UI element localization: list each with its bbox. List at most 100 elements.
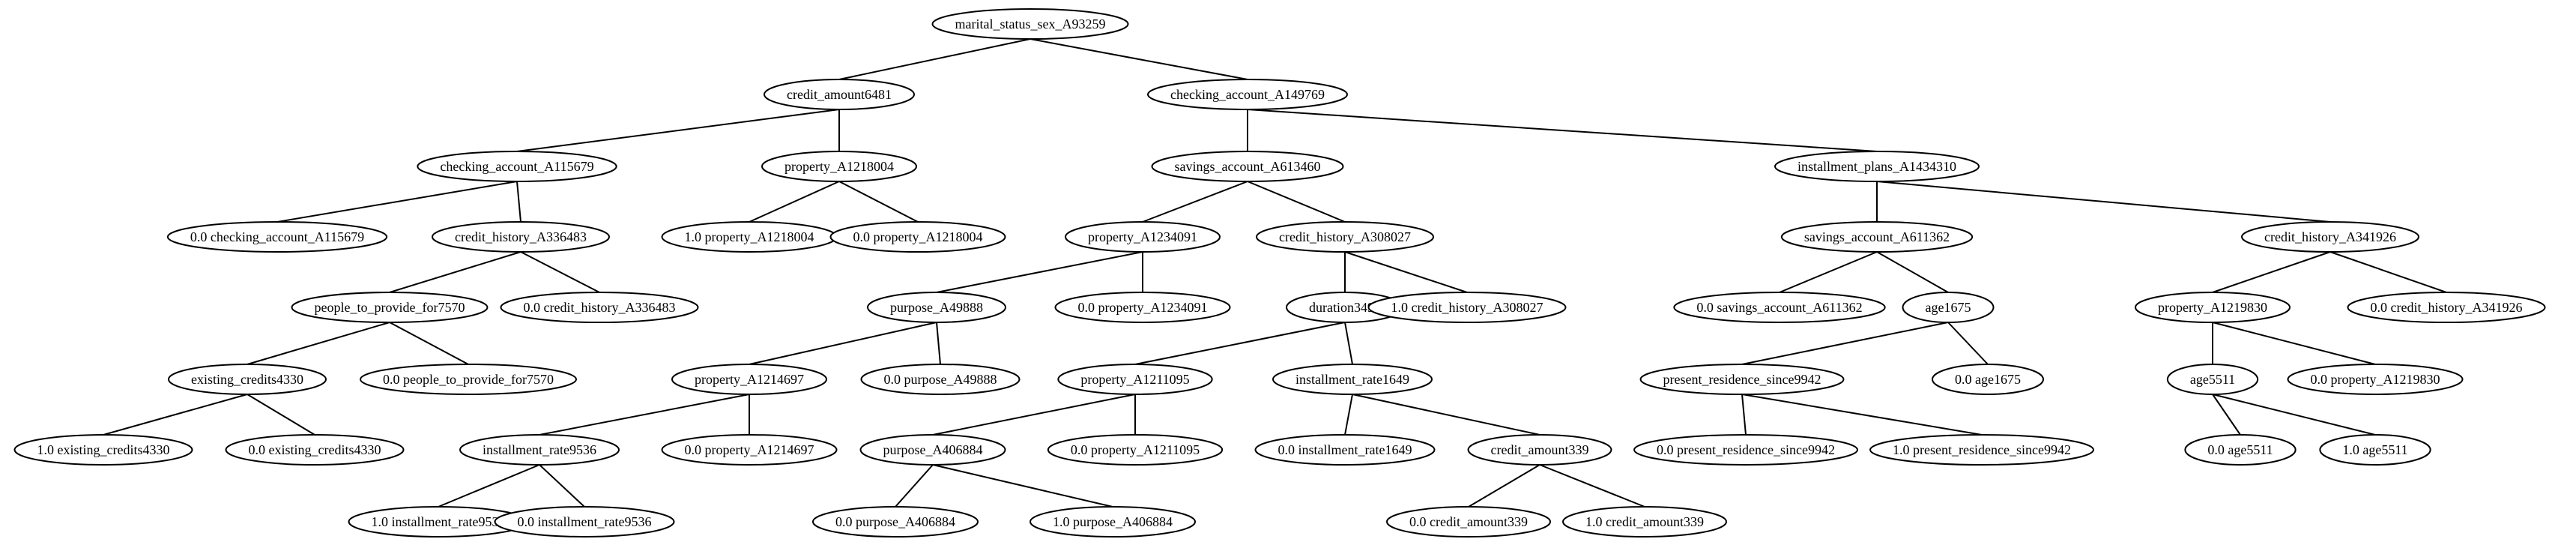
node-ellipse [1780,221,1974,253]
node-ellipse [931,8,1129,40]
tree-edge [2212,322,2376,365]
node-ellipse [867,292,1006,323]
tree-edge [936,322,941,365]
node-label: credit_amount6481 [787,87,892,102]
tree-edge [1030,38,1248,80]
tree-edge [438,464,540,508]
node-ellipse [432,221,610,253]
node-label: 0.0 credit_amount339 [1409,514,1528,529]
tree-node-credit-amount339: credit_amount339 [1467,434,1612,466]
tree-node-0-0-purpose-a49888: 0.0 purpose_A49888 [860,364,1021,395]
tree-edge [838,38,1031,80]
tree-edge [1876,181,2331,223]
node-ellipse [1151,151,1344,182]
tree-node-0-0-property-a1211095: 0.0 property_A1211095 [1047,434,1224,466]
node-label: 0.0 property_A1219830 [2311,372,2440,387]
node-label: 0.0 property_A1234091 [1078,300,1208,315]
node-label: 0.0 property_A1214697 [685,442,814,457]
tree-node-property-a1218004: property_A1218004 [761,151,917,182]
tree-node-0-0-existing-credits4330: 0.0 existing_credits4330 [225,434,405,466]
tree-node-age1675: age1675 [1902,292,1995,323]
tree-edge [749,181,840,223]
tree-node-0-0-property-a1218004: 0.0 property_A1218004 [829,221,1006,253]
tree-edge [1779,251,1878,293]
node-ellipse [1562,506,1727,538]
node-ellipse [661,434,838,466]
node-ellipse [291,292,489,323]
tree-node-marital-status-sex-a93259: marital_status_sex_A93259 [931,8,1129,40]
node-label: 1.0 installment_rate9536 [372,514,506,529]
node-label: property_A1214697 [695,372,804,387]
tree-edge [247,322,390,365]
node-ellipse [2241,221,2419,253]
node-layer: marital_status_sex_A93259 credit_amount64… [13,8,2546,538]
edge-layer [103,38,2447,508]
tree-node-0-0-people-to-provide-for7570: 0.0 people_to_provide_for7570 [360,364,577,395]
tree-node-0-0-property-a1234091: 0.0 property_A1234091 [1054,292,1231,323]
tree-edge [1344,322,1353,365]
tree-edge [539,394,750,436]
node-label: 1.0 existing_credits4330 [37,442,170,457]
node-label: 0.0 age5511 [2207,442,2273,457]
tree-edge [389,322,469,365]
tree-node-duration3495: duration3495 [1286,292,1404,323]
node-label: property_A1211095 [1080,372,1189,387]
node-ellipse [2287,364,2464,395]
tree-edge [520,251,600,293]
node-ellipse [829,221,1006,253]
node-ellipse [2319,434,2431,466]
tree-node-0-0-installment-rate1649: 0.0 installment_rate1649 [1254,434,1436,466]
node-label: 0.0 existing_credits4330 [249,442,381,457]
node-label: people_to_provide_for7570 [315,300,465,315]
node-ellipse [1147,79,1348,110]
node-ellipse [860,364,1021,395]
node-ellipse [225,434,405,466]
tree-node-0-0-purpose-a406884: 0.0 purpose_A406884 [812,506,979,538]
node-ellipse [1254,434,1436,466]
node-ellipse [417,151,617,182]
node-label: property_A1219830 [2158,300,2267,315]
tree-node-installment-rate1649: installment_rate1649 [1272,364,1433,395]
tree-edge [2212,394,2241,436]
node-ellipse [1030,506,1196,538]
tree-node-people-to-provide-for7570: people_to_provide_for7570 [291,292,489,323]
tree-edge [1947,322,1989,365]
node-ellipse [1047,434,1224,466]
tree-node-0-0-credit-history-a341926: 0.0 credit_history_A341926 [2347,292,2546,323]
node-ellipse [1386,506,1551,538]
node-ellipse [761,151,917,182]
tree-edge [936,251,1143,293]
tree-node-1-0-existing-credits4330: 1.0 existing_credits4330 [13,434,193,466]
node-ellipse [2135,292,2291,323]
tree-node-purpose-a49888: purpose_A49888 [867,292,1006,323]
tree-edge [1344,394,1353,436]
node-ellipse [459,434,620,466]
node-label: 0.0 present_residence_since9942 [1657,442,1835,457]
node-ellipse [859,434,1006,466]
tree-edge [516,109,840,152]
tree-node-installment-plans-a1434310: installment_plans_A1434310 [1774,151,1980,182]
node-label: duration3495 [1309,300,1381,315]
node-ellipse [1902,292,1995,323]
node-ellipse [1639,364,1845,395]
node-ellipse [671,364,827,395]
node-ellipse [1673,292,1886,323]
node-label: property_A1234091 [1088,229,1197,244]
tree-node-0-0-installment-rate9536: 0.0 installment_rate9536 [494,506,675,538]
node-ellipse [1869,434,2094,466]
node-ellipse [1054,292,1231,323]
node-label: 1.0 present_residence_since9942 [1893,442,2071,457]
tree-node-property-a1211095: property_A1211095 [1057,364,1213,395]
node-label: present_residence_since9942 [1663,372,1821,387]
tree-edge [389,251,521,293]
node-ellipse [1467,434,1612,466]
tree-edge [516,181,521,223]
tree-edge [1352,394,1541,436]
node-label: property_A1218004 [784,159,894,174]
tree-edge [932,394,1136,436]
tree-node-property-a1214697: property_A1214697 [671,364,827,395]
tree-edge [1539,464,1645,508]
node-ellipse [1932,364,2044,395]
node-ellipse [1272,364,1433,395]
